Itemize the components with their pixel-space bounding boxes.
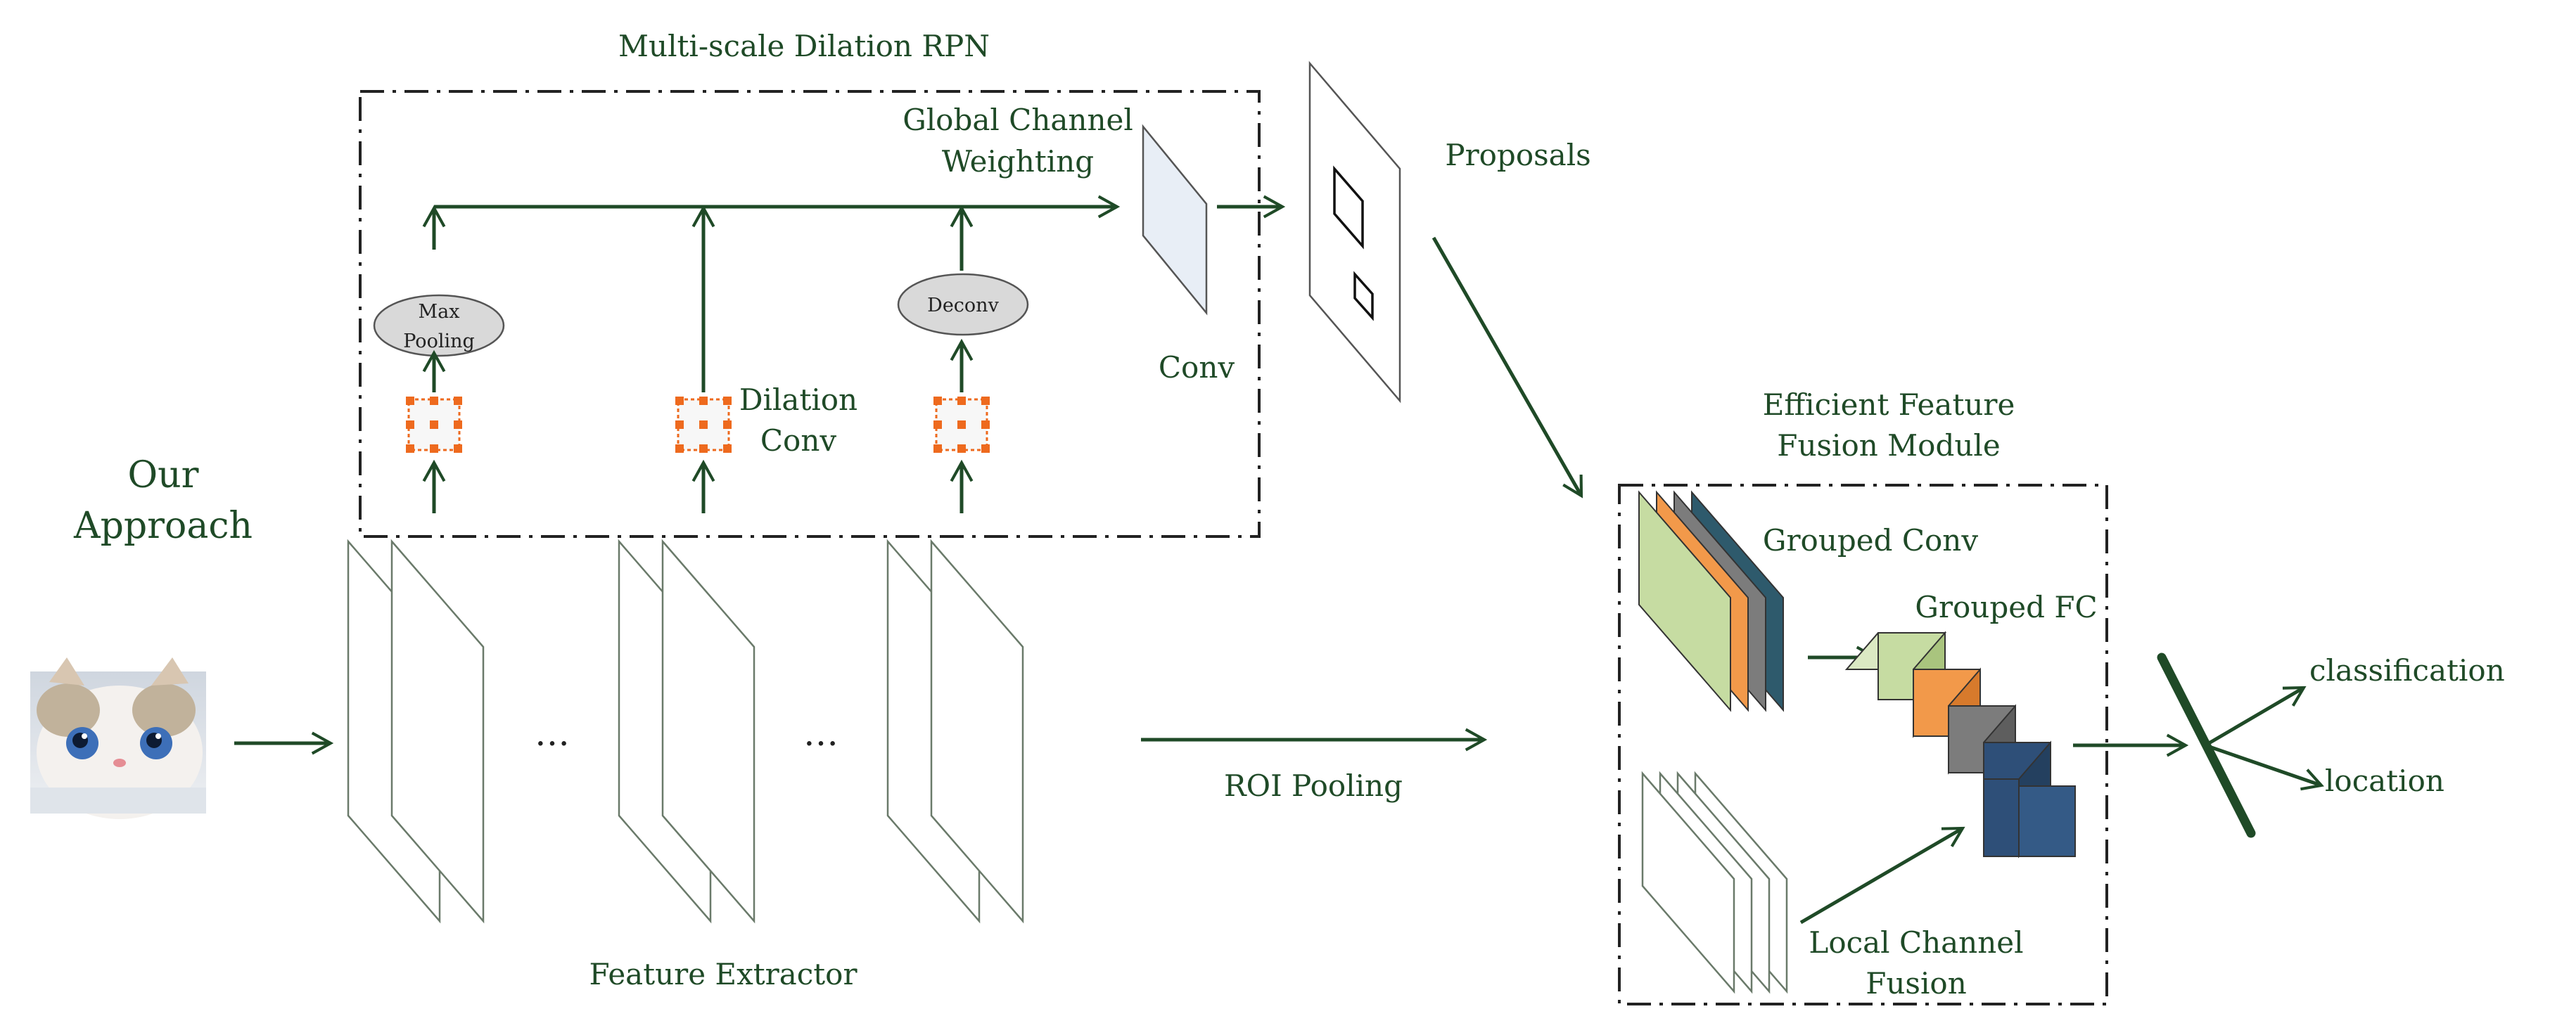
location-label: location: [2325, 764, 2444, 798]
location-arrow: [2205, 743, 2324, 791]
deconv-node: [897, 273, 1029, 336]
feature-extractor-label: Feature Extractor: [589, 957, 857, 991]
lcf-to-fc-arrow: [1799, 826, 1965, 925]
effm-title-2: Fusion Module: [1777, 428, 2000, 463]
dilation-kernel-2: [675, 397, 732, 453]
grouped-fc-block: [1844, 631, 2076, 859]
deconv-label: Deconv: [927, 295, 999, 316]
proposal-box-large: [1333, 165, 1364, 250]
dilation-conv-label-2: Conv: [760, 423, 836, 458]
effm-box: [1618, 484, 2108, 1005]
feature-map-2b: [661, 539, 755, 924]
rpn-box: [359, 90, 1261, 538]
global-channel-label-1: Global Channel: [903, 103, 1133, 137]
cat-photo: [30, 657, 206, 819]
our-approach-label-1: Our: [128, 454, 199, 496]
max-pooling-label-2: Pooling: [403, 330, 475, 352]
global-channel-label-2: Weighting: [942, 144, 1094, 179]
roi-pooling-label: ROI Pooling: [1224, 769, 1403, 803]
feature-map-3b: [930, 539, 1024, 924]
grouped-conv-label: Grouped Conv: [1763, 523, 1978, 558]
our-approach-label-2: Approach: [73, 505, 253, 547]
group-conv-green: [1638, 490, 1731, 712]
feature-map-1b: [390, 539, 485, 924]
lcf-label-2: Fusion: [1866, 966, 1967, 1001]
dilation-kernel-1: [406, 397, 462, 453]
grouped-fc-label: Grouped FC: [1915, 590, 2097, 624]
dilation-kernel-3: [933, 397, 990, 453]
conv-label: Conv: [1159, 350, 1235, 385]
proposal-box-small: [1353, 271, 1374, 321]
classification-arrow: [2204, 686, 2307, 747]
rpn-title: Multi-scale Dilation RPN: [618, 29, 990, 63]
lcf-label-1: Local Channel: [1809, 925, 2023, 960]
classification-label: classification: [2309, 653, 2505, 688]
effm-title-1: Efficient Feature: [1763, 387, 2015, 422]
proposals-plate: [1308, 60, 1401, 404]
ellipsis-2: …: [803, 713, 839, 754]
conv-plate: [1142, 124, 1208, 316]
dilation-conv-label-1: Dilation: [739, 382, 857, 417]
lcf-map-1: [1641, 771, 1735, 994]
proposals-label: Proposals: [1445, 138, 1590, 172]
proposals-to-effm-arrow: [1432, 236, 1583, 499]
max-pooling-label-1: Max: [419, 301, 460, 323]
ellipsis-1: …: [535, 713, 570, 754]
